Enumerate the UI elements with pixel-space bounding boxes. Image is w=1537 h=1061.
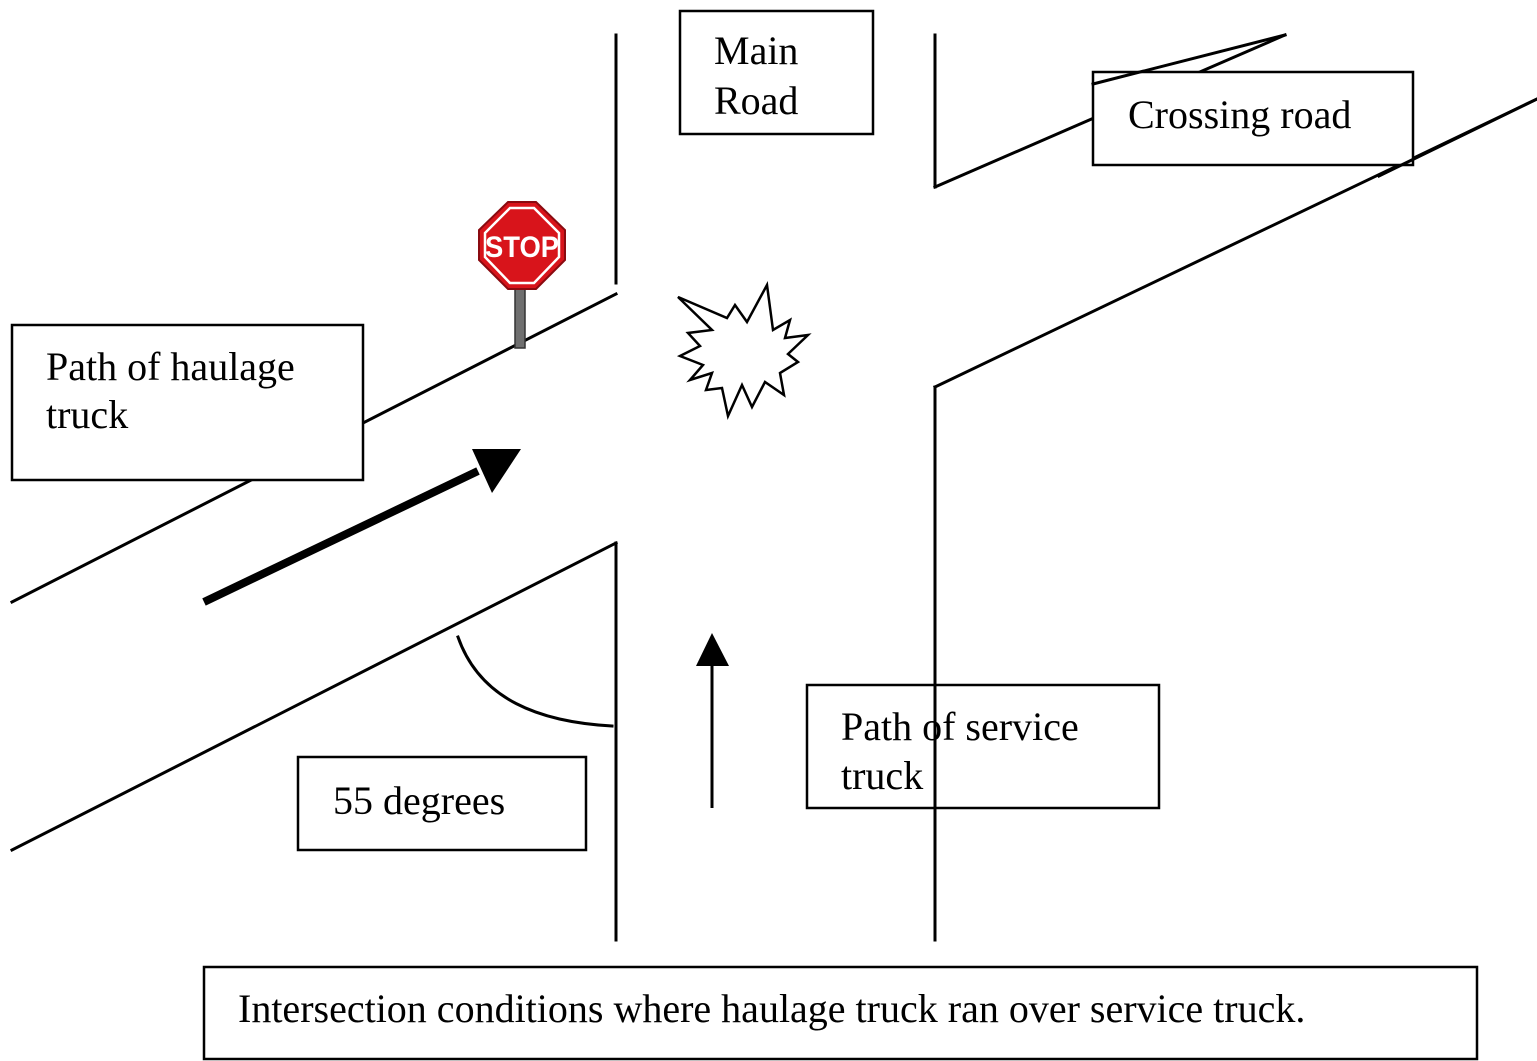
service-path-label-box: Path of service truck (805, 683, 1161, 810)
haulage-path-label-box: Path of haulage truck (10, 323, 365, 482)
haulage-path-label-line2: truck (46, 392, 128, 437)
angle-label: 55 degrees (333, 778, 505, 823)
main-road-label-line1: Main (714, 28, 798, 73)
service-path-label-line2: truck (841, 753, 923, 798)
caption: Intersection conditions where haulage tr… (238, 986, 1305, 1031)
crossing-road-label-box: Crossing road (1091, 70, 1415, 167)
caption-box: Intersection conditions where haulage tr… (202, 965, 1479, 1061)
haulage-truck-arrow-icon (202, 449, 521, 606)
crossing-road-lower-edge-overlay (1376, 97, 1537, 179)
crossing-road-lower-edge-left (9, 540, 619, 853)
service-path-label-line1: Path of service (841, 704, 1079, 749)
main-road-label-box: Main Road (678, 9, 875, 136)
main-road-label-line2: Road (714, 78, 798, 123)
haulage-path-label-line1: Path of haulage (46, 344, 295, 389)
service-truck-arrow-icon (696, 633, 729, 808)
angle-label-box: 55 degrees (296, 755, 588, 852)
crossing-road-label: Crossing road (1128, 92, 1351, 137)
collision-burst-icon (676, 281, 812, 420)
crossing-road-edge-overlay (1091, 33, 1287, 86)
angle-arc (456, 635, 614, 728)
stop-sign-text: STOP (485, 231, 559, 264)
stop-sign-icon: STOP (478, 201, 566, 349)
